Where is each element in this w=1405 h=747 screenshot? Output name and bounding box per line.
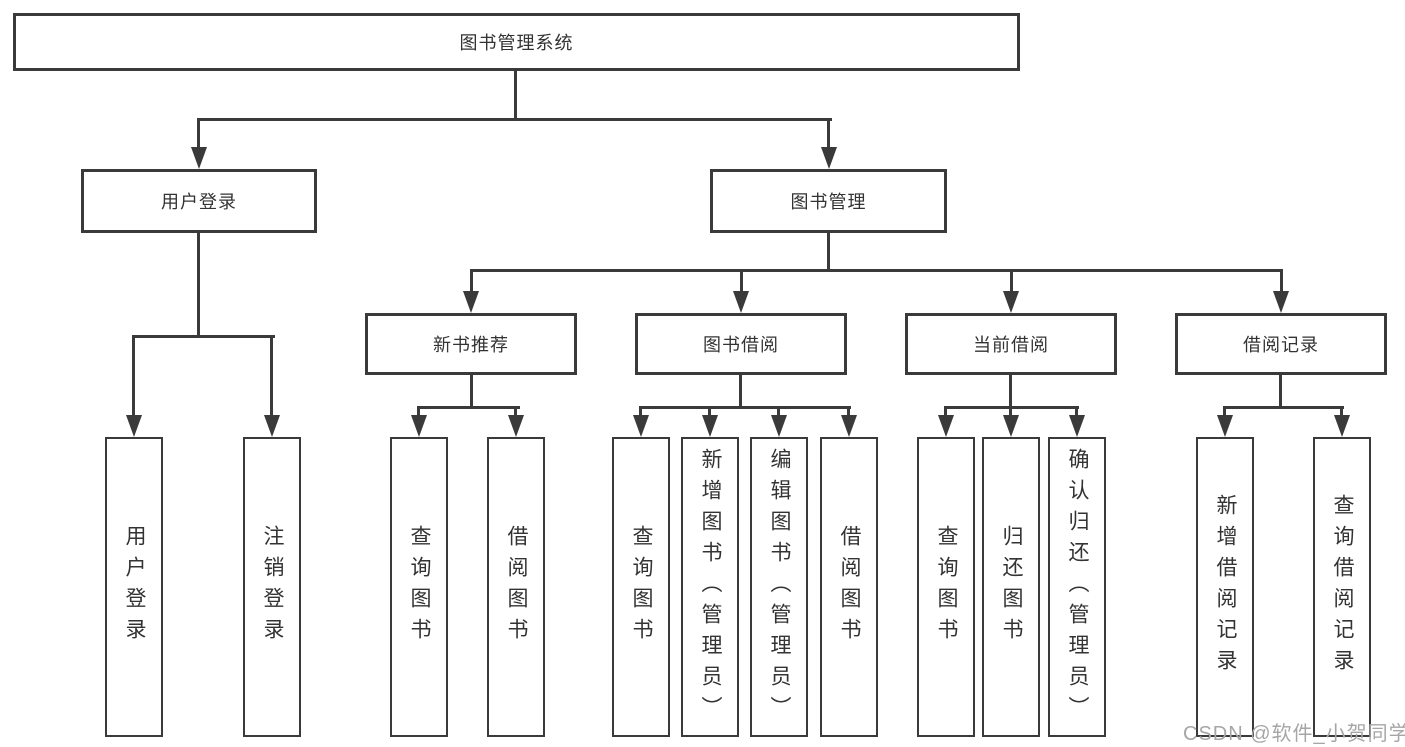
node-new-book-rec: 新书推荐 xyxy=(365,313,577,375)
node-leaf-add-borrow-record: 新增借阅记录 xyxy=(1196,437,1254,737)
connector-to-borrow-record xyxy=(1280,269,1283,293)
arrow-to-leaf-return-book xyxy=(1003,415,1019,437)
arrow-to-book-borrow xyxy=(733,291,749,313)
watermark: CSDN @软件_小贺同学 xyxy=(1183,723,1405,745)
node-current-borrow: 当前借阅 xyxy=(905,313,1117,375)
node-book-borrow: 图书借阅 xyxy=(635,313,847,375)
arrow-to-leaf-user-login xyxy=(126,415,142,437)
node-leaf-return-book: 归还图书 xyxy=(982,437,1040,737)
arrow-to-leaf-borrow-rec xyxy=(508,415,524,437)
connector-to-leaf-query-rec xyxy=(417,406,420,418)
connector-book-mgmt-hbar xyxy=(470,269,1283,272)
node-leaf-logout: 注销登录 xyxy=(243,437,301,737)
connector-to-leaf-query-current xyxy=(944,406,947,418)
connector-book-mgmt-stem xyxy=(827,233,830,272)
connector-user-login-hbar xyxy=(132,335,275,338)
connector-to-leaf-edit-book xyxy=(777,406,780,418)
connector-to-book-mgmt xyxy=(827,118,830,149)
arrow-to-leaf-confirm-return xyxy=(1069,415,1085,437)
connector-to-leaf-borrow-rec xyxy=(514,406,517,418)
node-root: 图书管理系统 xyxy=(13,13,1020,71)
arrow-to-leaf-query-rec xyxy=(411,415,427,437)
connector-book-borrow-stem xyxy=(739,375,742,409)
arrow-to-leaf-add-book xyxy=(702,415,718,437)
connector-current-borrow-stem xyxy=(1009,375,1012,409)
node-leaf-query-borrow-record: 查询借阅记录 xyxy=(1313,437,1371,737)
connector-borrow-record-stem xyxy=(1279,375,1282,409)
connector-to-leaf-return-book xyxy=(1009,406,1012,418)
arrow-to-leaf-borrow-borrow xyxy=(841,415,857,437)
node-leaf-confirm-return: 确认归还（管理员） xyxy=(1048,437,1106,737)
arrow-to-book-mgmt xyxy=(821,147,837,169)
connector-to-book-borrow xyxy=(740,269,743,293)
connector-root-hbar xyxy=(197,118,832,121)
connector-to-leaf-add-record xyxy=(1223,406,1226,418)
node-leaf-user-login: 用户登录 xyxy=(105,437,163,737)
connector-to-leaf-add-book xyxy=(708,406,711,418)
node-user-login: 用户登录 xyxy=(81,169,317,233)
connector-borrow-record-hbar xyxy=(1223,406,1344,409)
node-leaf-query-book-borrow: 查询图书 xyxy=(612,437,670,737)
arrow-to-borrow-record xyxy=(1273,291,1289,313)
connector-to-current-borrow xyxy=(1010,269,1013,293)
arrow-to-leaf-logout xyxy=(264,415,280,437)
connector-to-leaf-borrow-borrow xyxy=(847,406,850,418)
arrow-to-current-borrow xyxy=(1003,291,1019,313)
node-leaf-query-book-current: 查询图书 xyxy=(917,437,975,737)
connector-to-leaf-query-borrow xyxy=(639,406,642,418)
node-leaf-borrow-book-rec: 借阅图书 xyxy=(487,437,545,737)
connector-to-leaf-logout xyxy=(270,335,273,417)
connector-to-user-login xyxy=(197,118,200,149)
connector-book-borrow-hbar xyxy=(639,406,851,409)
connector-root-stem xyxy=(514,71,517,120)
arrow-to-new-book-rec xyxy=(463,291,479,313)
arrow-to-leaf-query-current xyxy=(938,415,954,437)
node-leaf-borrow-book-borrow: 借阅图书 xyxy=(820,437,878,737)
connector-new-book-stem xyxy=(470,375,473,409)
connector-to-leaf-user-login xyxy=(132,335,135,417)
connector-to-leaf-query-record xyxy=(1340,406,1343,418)
connector-new-book-hbar xyxy=(417,406,520,409)
arrow-to-leaf-query-record xyxy=(1334,415,1350,437)
node-borrow-record: 借阅记录 xyxy=(1175,313,1387,375)
node-leaf-add-book: 新增图书（管理员） xyxy=(681,437,739,737)
arrow-to-leaf-edit-book xyxy=(771,415,787,437)
connector-to-new-book-rec xyxy=(470,269,473,293)
arrow-to-user-login xyxy=(191,147,207,169)
node-leaf-edit-book: 编辑图书（管理员） xyxy=(750,437,808,737)
connector-user-login-stem xyxy=(197,233,200,338)
node-leaf-query-book-rec: 查询图书 xyxy=(390,437,448,737)
arrow-to-leaf-add-record xyxy=(1217,415,1233,437)
connector-to-leaf-confirm-return xyxy=(1075,406,1078,418)
arrow-to-leaf-query-borrow xyxy=(633,415,649,437)
node-book-mgmt: 图书管理 xyxy=(710,169,947,233)
